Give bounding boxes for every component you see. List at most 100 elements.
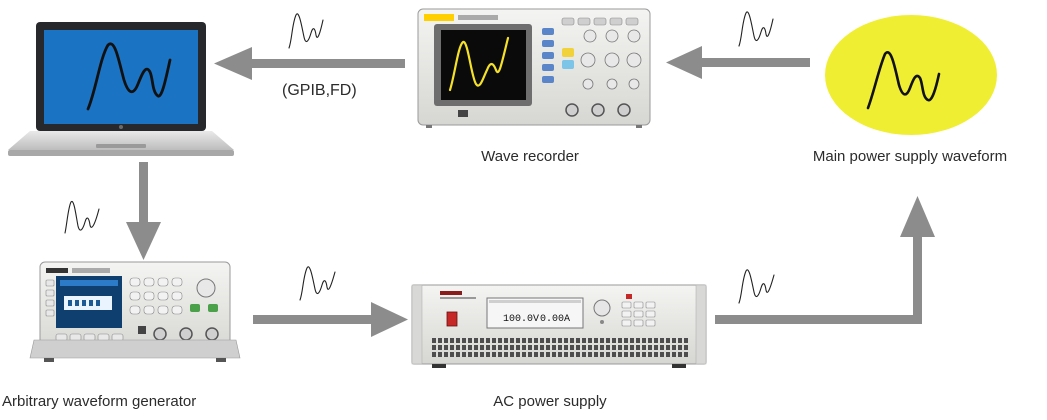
vent-slot bbox=[444, 345, 448, 350]
vent-slot bbox=[678, 338, 682, 343]
vent-slot bbox=[498, 345, 502, 350]
vent-slot bbox=[498, 352, 502, 357]
vent-slot bbox=[492, 338, 496, 343]
vent-slot bbox=[432, 345, 436, 350]
arrow-awg-to-ac-power bbox=[253, 302, 408, 337]
vent-slot bbox=[444, 338, 448, 343]
arrow-recorder-to-laptop bbox=[214, 47, 405, 80]
vent-slot bbox=[510, 352, 514, 357]
vent-slot bbox=[660, 352, 664, 357]
vent-slot bbox=[582, 345, 586, 350]
vent-slot bbox=[624, 352, 628, 357]
vent-slot bbox=[474, 338, 478, 343]
vent-slot bbox=[684, 352, 688, 357]
vent-slot bbox=[456, 352, 460, 357]
vent-slot bbox=[624, 338, 628, 343]
vent-slot bbox=[660, 338, 664, 343]
vent-slot bbox=[528, 352, 532, 357]
vent-slot bbox=[630, 352, 634, 357]
vent-slot bbox=[564, 352, 568, 357]
vent-slot bbox=[546, 338, 550, 343]
vent-slot bbox=[522, 352, 526, 357]
vent-slot bbox=[522, 345, 526, 350]
vent-slot bbox=[480, 345, 484, 350]
vent-slot bbox=[630, 345, 634, 350]
vent-slot bbox=[438, 352, 442, 357]
vent-slot bbox=[564, 345, 568, 350]
scope-waveform bbox=[448, 36, 510, 92]
arrow-laptop-to-awg bbox=[126, 162, 161, 260]
laptop-waveform bbox=[86, 42, 172, 111]
power-switch bbox=[446, 311, 458, 327]
vent-slot bbox=[456, 345, 460, 350]
vent-slot bbox=[570, 345, 574, 350]
vent-slot bbox=[612, 352, 616, 357]
vent-slot bbox=[618, 338, 622, 343]
vent-slot bbox=[498, 338, 502, 343]
vent-slot bbox=[522, 338, 526, 343]
vent-slot bbox=[600, 345, 604, 350]
scope-screen bbox=[441, 30, 526, 100]
vent-slot bbox=[582, 338, 586, 343]
vent-slot bbox=[618, 345, 622, 350]
vent-slot bbox=[474, 345, 478, 350]
vent-slot bbox=[468, 338, 472, 343]
vent-slot bbox=[462, 352, 466, 357]
vent-slot bbox=[552, 345, 556, 350]
vent-slot bbox=[672, 338, 676, 343]
ac-power-supply-label: AC power supply bbox=[493, 393, 607, 410]
wave-recorder-device bbox=[417, 8, 651, 128]
main-power-supply-label: Main power supply waveform bbox=[812, 148, 1008, 165]
vent-slot bbox=[432, 352, 436, 357]
vent-slot bbox=[588, 338, 592, 343]
vent-slot bbox=[540, 345, 544, 350]
link-protocol-label: (GPIB,FD) bbox=[282, 82, 357, 99]
waveform-squiggle bbox=[288, 13, 324, 49]
vent-slot bbox=[540, 338, 544, 343]
vent-slot bbox=[636, 345, 640, 350]
vent-slot bbox=[684, 345, 688, 350]
vent-slot bbox=[660, 345, 664, 350]
vent-slot bbox=[456, 338, 460, 343]
waveform-squiggle bbox=[738, 11, 774, 47]
vent-slot bbox=[528, 345, 532, 350]
ac-voltage-readout: 100.0V bbox=[503, 314, 539, 325]
waveform-squiggle bbox=[738, 269, 775, 304]
vent-slot bbox=[510, 345, 514, 350]
vent-slot bbox=[438, 345, 442, 350]
vent-slot bbox=[450, 345, 454, 350]
vent-slot bbox=[564, 338, 568, 343]
vent-slot bbox=[504, 338, 508, 343]
source-blob bbox=[825, 15, 997, 135]
vent-slot bbox=[666, 352, 670, 357]
vent-slot bbox=[534, 345, 538, 350]
vent-slot bbox=[588, 352, 592, 357]
vent-slot bbox=[504, 352, 508, 357]
vent-slot bbox=[438, 338, 442, 343]
vent-slot bbox=[546, 345, 550, 350]
waveform-squiggle bbox=[64, 200, 100, 234]
vent-slot bbox=[468, 352, 472, 357]
vent-slot bbox=[510, 338, 514, 343]
laptop-keyboard-deck bbox=[8, 131, 234, 150]
vent-slot bbox=[648, 338, 652, 343]
vent-slot bbox=[432, 338, 436, 343]
vent-slot bbox=[594, 345, 598, 350]
vent-slot bbox=[492, 352, 496, 357]
vent-slot bbox=[672, 352, 676, 357]
vent-slot bbox=[594, 352, 598, 357]
vent-slot bbox=[636, 338, 640, 343]
vent-slot bbox=[444, 352, 448, 357]
arrow-source-to-recorder bbox=[666, 46, 810, 79]
vent-slot bbox=[450, 352, 454, 357]
ac-current-readout: 0.00A bbox=[540, 314, 570, 325]
vent-slot bbox=[516, 352, 520, 357]
vent-slot bbox=[570, 352, 574, 357]
laptop-screen bbox=[44, 30, 198, 124]
vent-slot bbox=[540, 352, 544, 357]
vent-slot bbox=[612, 345, 616, 350]
vent-slot bbox=[624, 345, 628, 350]
vent-slot bbox=[450, 338, 454, 343]
vent-slot bbox=[594, 338, 598, 343]
vent-slot bbox=[576, 338, 580, 343]
